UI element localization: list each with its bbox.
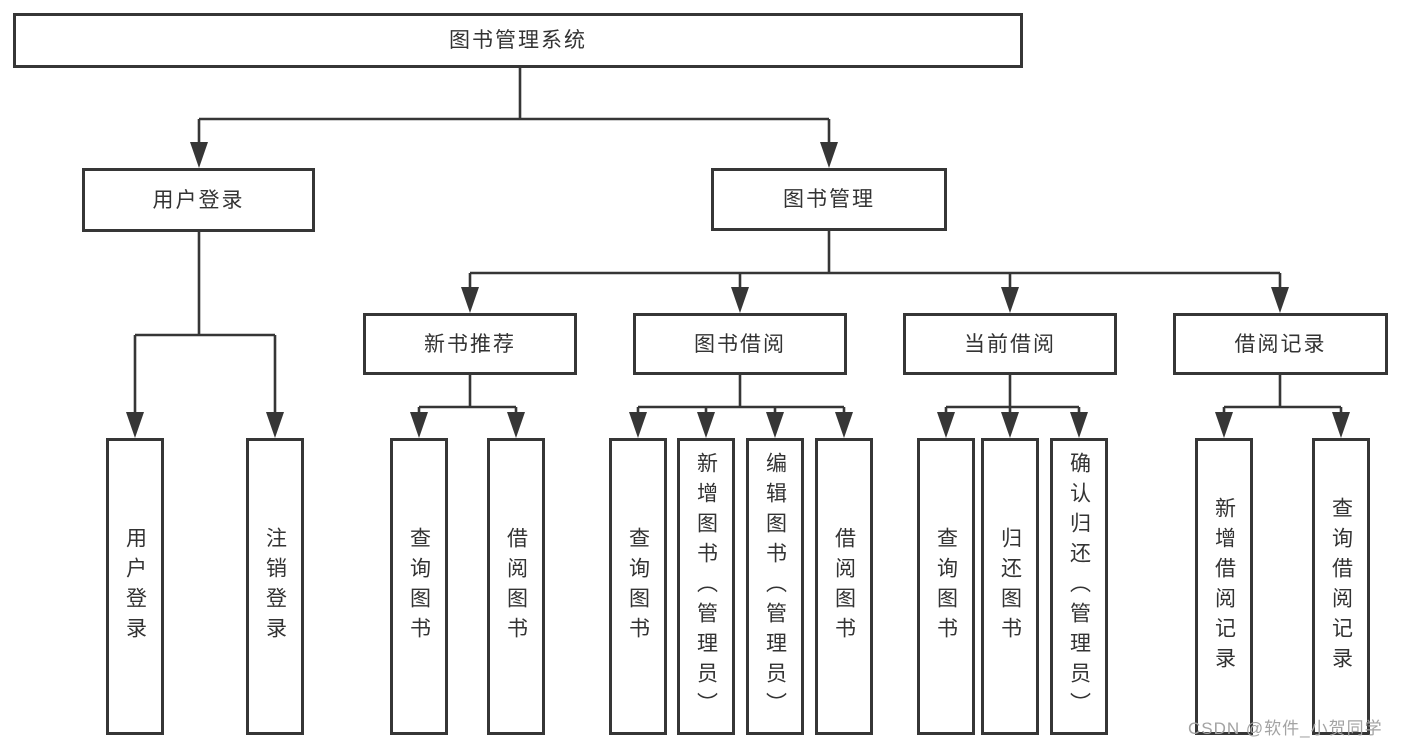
node-label: 查询图书: [934, 526, 958, 647]
node-borrow-records: 借阅记录: [1173, 313, 1388, 375]
arrowhead: [697, 412, 715, 438]
leaf-add-borrow-record: 新增借阅记录: [1195, 438, 1253, 735]
node-label: 查询借阅记录: [1329, 496, 1353, 677]
node-label: 用户登录: [152, 188, 245, 212]
node-label: 确认归还（管理员）: [1067, 451, 1091, 722]
leaf-query-books-current: 查询图书: [917, 438, 975, 735]
arrowhead: [629, 412, 647, 438]
node-label: 编辑图书（管理员）: [763, 451, 787, 722]
arrowhead: [835, 412, 853, 438]
leaf-query-books-borrow: 查询图书: [609, 438, 667, 735]
leaf-return-books: 归还图书: [981, 438, 1039, 735]
connectors-borrow-records: [1215, 375, 1350, 438]
arrowhead: [766, 412, 784, 438]
node-label: 借阅图书: [832, 526, 856, 647]
arrowhead: [507, 412, 525, 438]
leaf-edit-book-admin: 编辑图书（管理员）: [746, 438, 804, 735]
node-label: 查询图书: [407, 526, 431, 647]
leaf-borrow-books: 借阅图书: [815, 438, 873, 735]
node-label: 注销登录: [263, 526, 287, 647]
arrowhead: [410, 412, 428, 438]
arrowhead: [1001, 287, 1019, 313]
node-label: 图书管理: [783, 188, 875, 211]
connectors-root: [190, 68, 838, 168]
connectors-user-login: [126, 232, 284, 438]
arrowhead: [731, 287, 749, 313]
arrowhead: [461, 287, 479, 313]
watermark: CSDN @软件_小贺同学: [1188, 719, 1383, 738]
connectors-new-book-recommend: [410, 375, 525, 438]
connectors-book-management: [461, 231, 1289, 313]
connectors-book-borrow: [629, 375, 853, 438]
node-label: 借阅记录: [1234, 332, 1327, 356]
arrowhead: [820, 142, 838, 168]
leaf-query-books-recommend: 查询图书: [390, 438, 448, 735]
node-label: 新增图书（管理员）: [694, 451, 718, 722]
node-label: 归还图书: [998, 526, 1022, 647]
arrowhead: [266, 412, 284, 438]
leaf-query-borrow-record: 查询借阅记录: [1312, 438, 1370, 735]
node-label: 查询图书: [626, 526, 650, 647]
node-label: 当前借阅: [964, 332, 1056, 356]
leaf-logout: 注销登录: [246, 438, 304, 735]
arrowhead: [190, 142, 208, 168]
arrowhead: [1070, 412, 1088, 438]
leaf-add-book-admin: 新增图书（管理员）: [677, 438, 735, 735]
leaf-user-login: 用户登录: [106, 438, 164, 735]
node-book-management: 图书管理: [711, 168, 947, 231]
leaf-borrow-books-recommend: 借阅图书: [487, 438, 545, 735]
node-book-borrow: 图书借阅: [633, 313, 847, 375]
node-new-book-recommend: 新书推荐: [363, 313, 577, 375]
arrowhead: [1215, 412, 1233, 438]
node-label: 图书管理系统: [449, 29, 587, 52]
leaf-confirm-return-admin: 确认归还（管理员）: [1050, 438, 1108, 735]
node-label: 借阅图书: [504, 526, 528, 647]
node-label: 用户登录: [123, 526, 147, 647]
arrowhead: [1332, 412, 1350, 438]
arrowhead: [1271, 287, 1289, 313]
node-user-login: 用户登录: [82, 168, 315, 232]
node-library-system: 图书管理系统: [13, 13, 1023, 68]
arrowhead: [937, 412, 955, 438]
connectors-current-borrow: [937, 375, 1088, 438]
arrowhead: [1001, 412, 1019, 438]
node-label: 新书推荐: [424, 332, 516, 356]
node-current-borrow: 当前借阅: [903, 313, 1117, 375]
node-label: 图书借阅: [694, 332, 786, 356]
node-label: 新增借阅记录: [1212, 496, 1236, 677]
arrowhead: [126, 412, 144, 438]
